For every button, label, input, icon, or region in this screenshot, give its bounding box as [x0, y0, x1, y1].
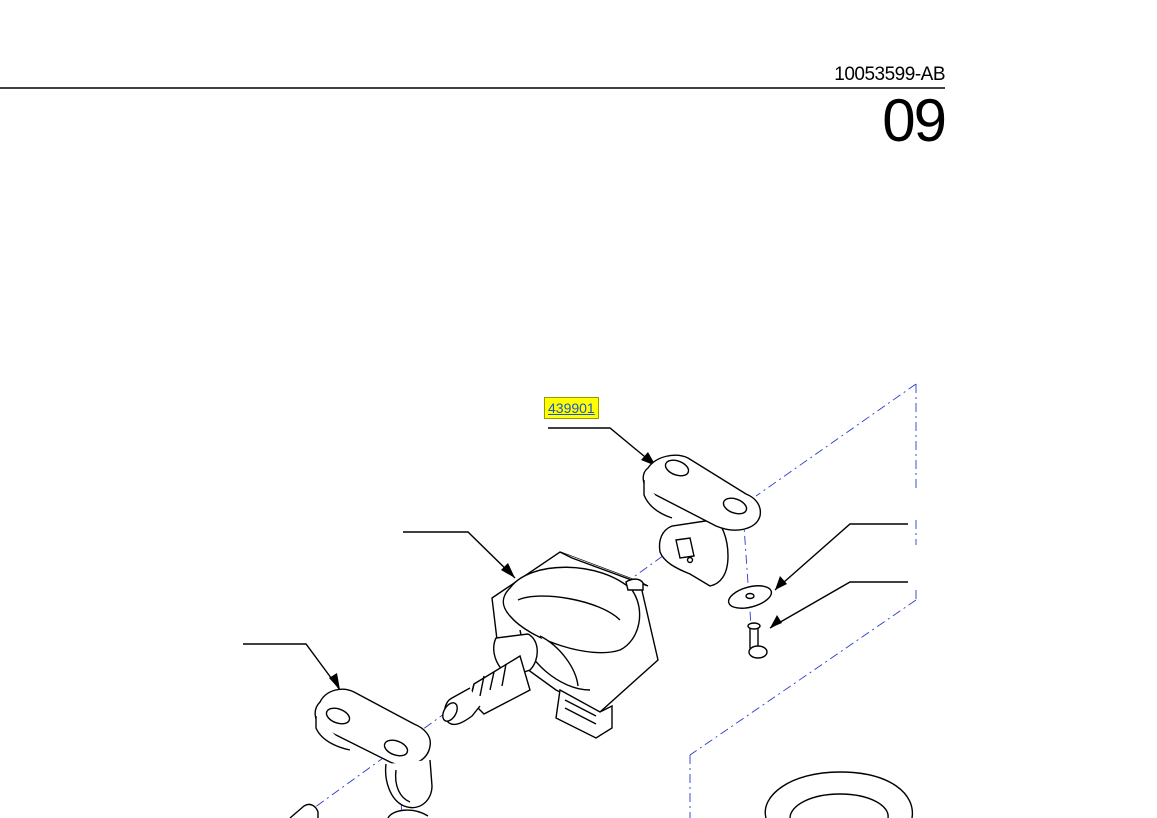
page-number: 09 [882, 87, 947, 154]
washer [727, 585, 773, 609]
lower-bracket [314, 688, 433, 809]
leader-lines [243, 427, 908, 691]
partial-parts [289, 771, 914, 818]
upper-bracket [642, 454, 762, 587]
part-number-link[interactable]: 439901 [544, 397, 599, 419]
document-number: 10053599-AB [834, 64, 945, 85]
solenoid-pump [442, 551, 659, 739]
screw [747, 622, 768, 659]
